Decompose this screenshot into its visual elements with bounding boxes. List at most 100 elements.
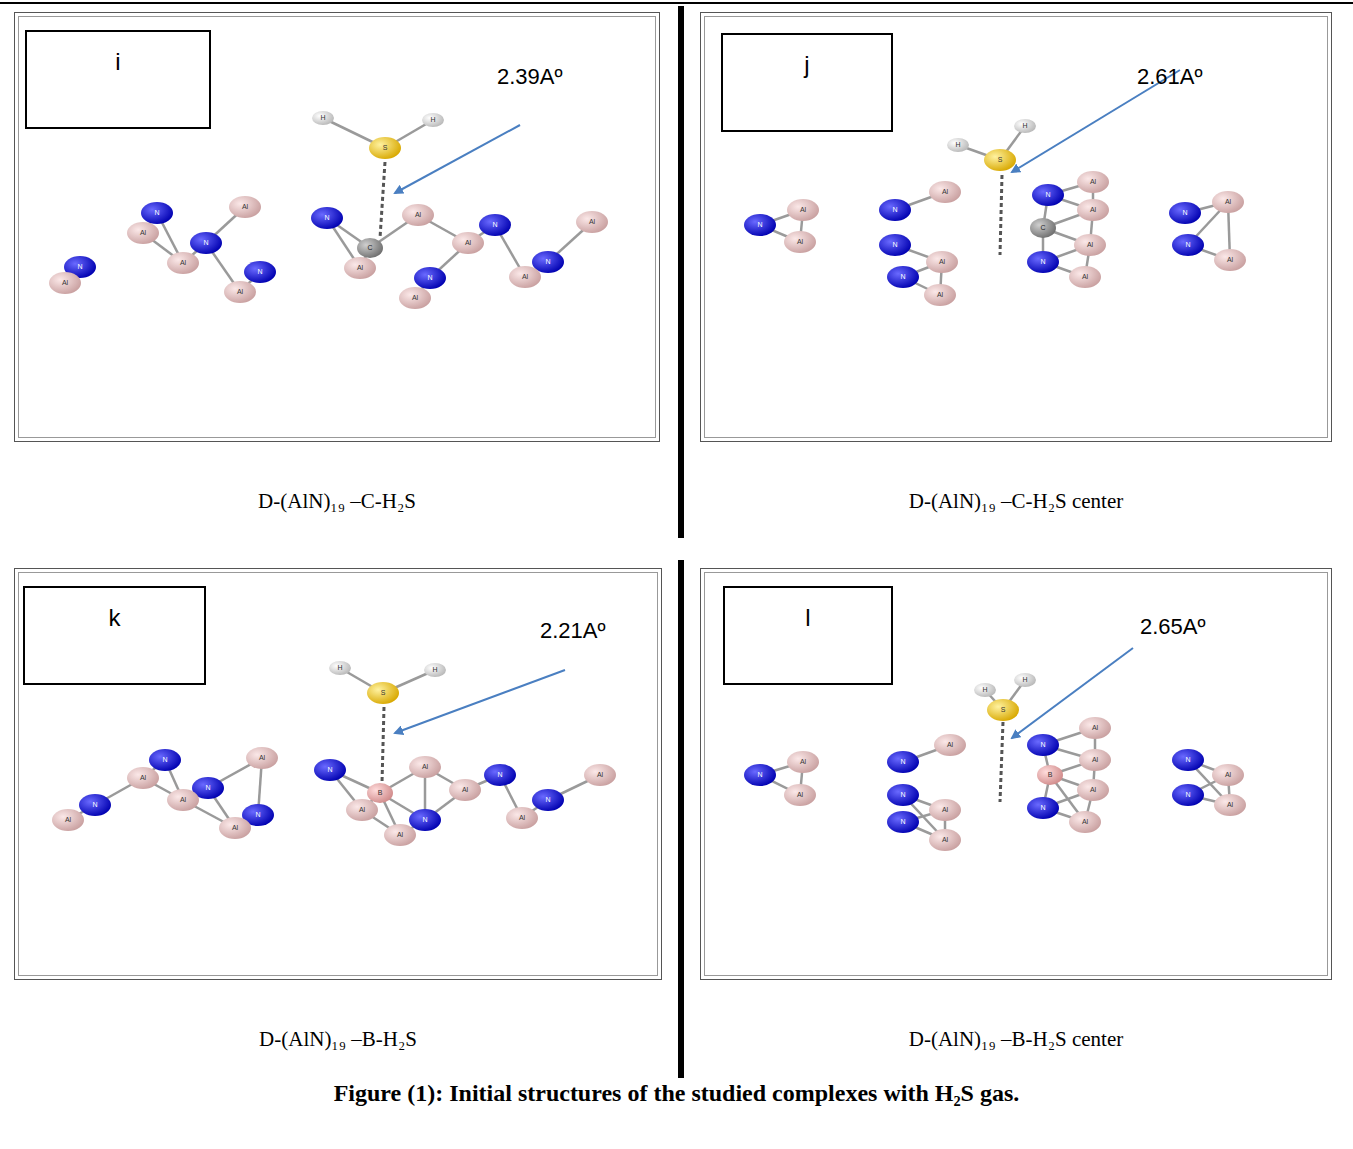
atom-label: S xyxy=(369,683,397,703)
atom-label: N xyxy=(889,267,917,287)
atom-label: H xyxy=(1011,116,1039,136)
atom-label: Al xyxy=(511,267,539,287)
atom-label: N xyxy=(1029,735,1057,755)
panel-letter-box: l xyxy=(723,586,893,685)
atom-label: Al xyxy=(401,288,429,308)
atom-label: N xyxy=(194,778,222,798)
panel-caption: D-(AlN)₁₉ –B-H₂S center xyxy=(701,1027,1331,1052)
atom-label: Al xyxy=(221,818,249,838)
panel-letter: i xyxy=(27,48,209,76)
atom-label: N xyxy=(746,765,774,785)
panel-caption: D-(AlN)₁₉ –C-H₂S center xyxy=(701,489,1331,514)
atom-label: Al xyxy=(454,233,482,253)
atom-label: Al xyxy=(169,253,197,273)
atom-label: Al xyxy=(54,810,82,830)
atom-label: Al xyxy=(1214,192,1242,212)
atom-label: N xyxy=(881,235,909,255)
atom-label: Al xyxy=(786,785,814,805)
atom-label: Al xyxy=(248,748,276,768)
atom-label: S xyxy=(989,700,1017,720)
atom-label: N xyxy=(534,252,562,272)
atom-label: Al xyxy=(789,752,817,772)
atom-label: Al xyxy=(1079,200,1107,220)
panel-caption: D-(AlN)₁₉ –C-H₂S xyxy=(15,489,659,514)
atom-label: N xyxy=(1171,203,1199,223)
atom-label: Al xyxy=(786,232,814,252)
atom-label: H xyxy=(944,135,972,155)
structure-panel: D-(AlN)₁₉ –C-H₂Si xyxy=(14,12,660,442)
atom-label: N xyxy=(411,810,439,830)
atom-label: Al xyxy=(169,790,197,810)
atom-label: Al xyxy=(1216,795,1244,815)
atom-label: Al xyxy=(129,223,157,243)
atom-label: B xyxy=(366,783,394,803)
atom-label: Al xyxy=(226,282,254,302)
atom-label: Al xyxy=(936,735,964,755)
atom-label: Al xyxy=(231,197,259,217)
distance-label: 2.21Aº xyxy=(540,618,606,644)
distance-label: 2.61Aº xyxy=(1137,64,1203,90)
atom-label: Al xyxy=(926,285,954,305)
atom-label: Al xyxy=(1216,250,1244,270)
atom-label: N xyxy=(746,215,774,235)
atom-label: H xyxy=(326,658,354,678)
atom-label: H xyxy=(309,108,337,128)
atom-label: C xyxy=(356,238,384,258)
distance-label: 2.65Aº xyxy=(1140,614,1206,640)
atom-label: N xyxy=(1034,185,1062,205)
atom-label: N xyxy=(81,795,109,815)
structure-panel: D-(AlN)₁₉ –C-H₂S centerj xyxy=(700,12,1332,442)
panel-caption: D-(AlN)₁₉ –B-H₂S xyxy=(15,1027,661,1052)
divider xyxy=(678,6,684,538)
top-rule xyxy=(0,2,1353,4)
atom-label: N xyxy=(889,752,917,772)
interaction-line xyxy=(380,162,1003,802)
atom-label: Al xyxy=(931,800,959,820)
atom-label: H xyxy=(421,660,449,680)
atom-label: H xyxy=(971,680,999,700)
atom-label: H xyxy=(1011,670,1039,690)
atom-label: N xyxy=(244,805,272,825)
atom-label: Al xyxy=(386,825,414,845)
panel-letter-box: k xyxy=(23,586,206,685)
bond-lines xyxy=(65,118,1230,840)
atom-label: N xyxy=(1174,235,1202,255)
atom-label: Al xyxy=(451,780,479,800)
atom-label: Al xyxy=(789,200,817,220)
atom-label: N xyxy=(486,765,514,785)
atom-label: Al xyxy=(586,765,614,785)
atom-label: N xyxy=(1174,785,1202,805)
atom-label: Al xyxy=(928,252,956,272)
atom-label: Al xyxy=(129,768,157,788)
atom-label: Al xyxy=(931,830,959,850)
panel-letter: l xyxy=(725,604,891,632)
atom-label: Al xyxy=(1079,172,1107,192)
atom-label: Al xyxy=(411,757,439,777)
atom-label: Al xyxy=(1076,235,1104,255)
figure-caption: Figure (1): Initial structures of the st… xyxy=(0,1080,1353,1107)
atom-label: N xyxy=(313,208,341,228)
atom-label: Al xyxy=(1081,718,1109,738)
atom-label: Al xyxy=(1071,267,1099,287)
panel-letter: j xyxy=(723,51,891,79)
atom-label: N xyxy=(889,812,917,832)
atom-label: Al xyxy=(404,205,432,225)
atom-label: N xyxy=(151,750,179,770)
atom-label: N xyxy=(66,257,94,277)
atom-label: N xyxy=(534,790,562,810)
distance-label: 2.39Aº xyxy=(497,64,563,90)
atom-label: N xyxy=(316,760,344,780)
atom-label: N xyxy=(889,785,917,805)
atom-label: N xyxy=(881,200,909,220)
atom-label: N xyxy=(192,233,220,253)
atom-label: Al xyxy=(931,182,959,202)
atom-label: B xyxy=(1036,765,1064,785)
panel-letter: k xyxy=(25,604,204,632)
divider xyxy=(678,560,684,1078)
atom-label: Al xyxy=(1081,750,1109,770)
atom-label: N xyxy=(1029,798,1057,818)
atom-label: C xyxy=(1029,218,1057,238)
atom-label: N xyxy=(1029,252,1057,272)
